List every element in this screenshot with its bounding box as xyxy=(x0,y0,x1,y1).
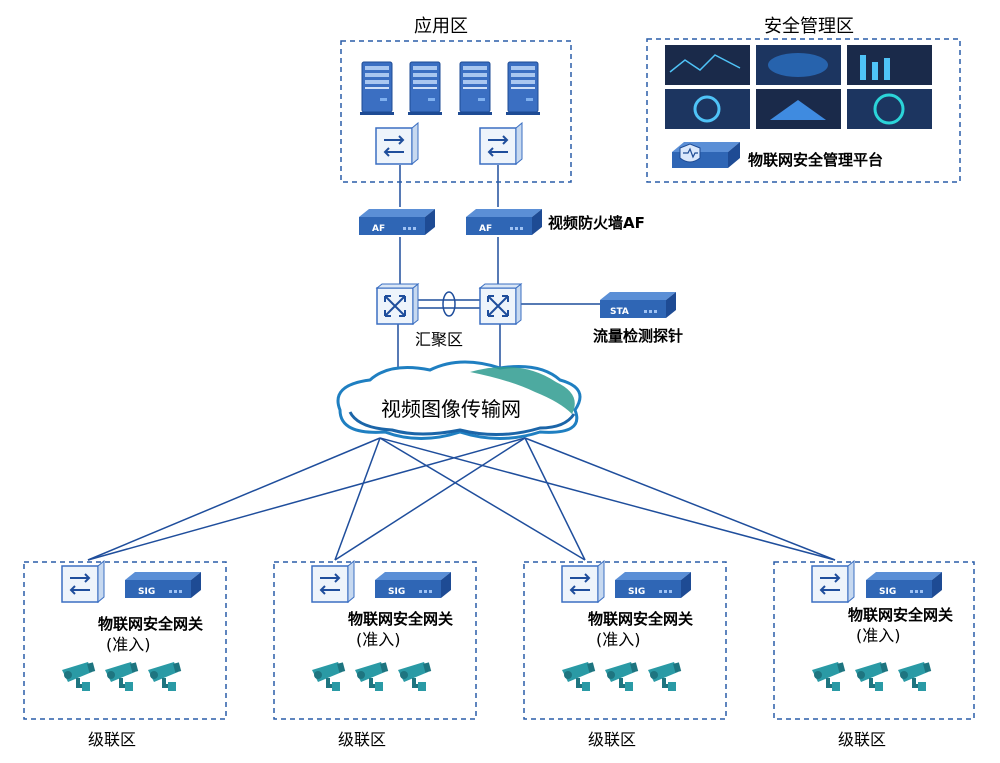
firewall-af-left xyxy=(359,209,435,235)
app-switch-right xyxy=(479,122,523,165)
aggregation-zone-label: 汇聚区 xyxy=(415,330,463,349)
cascade-zone-label: 级联区 xyxy=(338,730,386,749)
app-zone-title: 应用区 xyxy=(414,16,468,37)
camera-icon xyxy=(396,660,434,693)
camera-icon xyxy=(560,660,598,693)
security-zone-box xyxy=(646,38,961,183)
platform-appliance-icon xyxy=(672,142,740,168)
cascade-zone-box xyxy=(23,561,227,720)
sig-badge: SIG xyxy=(138,587,155,597)
cascade-zone-1: SIG 物联网安全网关 (准入) 级联区 xyxy=(23,560,227,749)
link-aggregation-ring xyxy=(442,291,456,317)
cloud-label: 视频图像传输网 xyxy=(381,397,521,421)
camera-icon xyxy=(60,660,98,693)
sig-gateway-icon xyxy=(866,572,942,598)
cascade-zone-label: 级联区 xyxy=(838,730,886,749)
sta-badge: STA xyxy=(610,307,629,317)
access-switch xyxy=(561,560,605,603)
app-zone-box xyxy=(340,40,572,183)
cascade-zone-box xyxy=(273,561,477,720)
core-switch-right xyxy=(479,283,522,325)
camera-icon xyxy=(603,660,641,693)
firewall-label: 视频防火墙AF xyxy=(548,214,645,232)
transport-network-cloud xyxy=(336,360,582,440)
gateway-sub-label: (准入) xyxy=(856,626,901,645)
cascade-zone-label: 级联区 xyxy=(88,730,136,749)
access-switch xyxy=(61,560,105,603)
probe-label: 流量检测探针 xyxy=(593,327,683,345)
camera-icon xyxy=(353,660,391,693)
cascade-zone-3: SIG 物联网安全网关 (准入) 级联区 xyxy=(523,560,727,749)
server-4 xyxy=(505,61,541,116)
server-3 xyxy=(457,61,493,116)
sig-gateway-icon xyxy=(125,572,201,598)
cascade-zone-box xyxy=(523,561,727,720)
sig-badge: SIG xyxy=(388,587,405,597)
camera-icon xyxy=(896,660,934,693)
sig-gateway-icon xyxy=(615,572,691,598)
access-switch xyxy=(311,560,355,603)
connection-lines xyxy=(87,165,836,561)
camera-icon xyxy=(646,660,684,693)
platform-label: 物联网安全管理平台 xyxy=(748,151,883,169)
gateway-sub-label: (准入) xyxy=(106,635,151,654)
gateway-label: 物联网安全网关 xyxy=(348,610,453,628)
security-zone-title: 安全管理区 xyxy=(764,16,854,37)
gateway-sub-label: (准入) xyxy=(596,630,641,649)
camera-icon xyxy=(146,660,184,693)
cascade-zone-2: SIG 物联网安全网关 (准入) 级联区 xyxy=(273,560,477,749)
gateway-sub-label: (准入) xyxy=(356,630,401,649)
gateway-label: 物联网安全网关 xyxy=(588,610,693,628)
camera-icon xyxy=(310,660,348,693)
app-switch-left xyxy=(375,122,419,165)
server-1 xyxy=(359,61,395,116)
camera-icon xyxy=(810,660,848,693)
sig-gateway-icon xyxy=(375,572,451,598)
cascade-zone-box xyxy=(773,561,975,720)
af-badge-right: AF xyxy=(479,224,492,234)
core-switch-left xyxy=(376,283,419,325)
sig-badge: SIG xyxy=(879,587,896,597)
cascade-zone-label: 级联区 xyxy=(588,730,636,749)
camera-icon xyxy=(853,660,891,693)
gateway-label: 物联网安全网关 xyxy=(848,606,953,624)
firewall-af-right xyxy=(466,209,542,235)
sig-badge: SIG xyxy=(628,587,645,597)
server-2 xyxy=(407,61,443,116)
dashboard-screens xyxy=(665,45,932,129)
af-badge-left: AF xyxy=(372,224,385,234)
cascade-zone-4: SIG 物联网安全网关 (准入) 级联区 xyxy=(773,560,975,749)
camera-icon xyxy=(103,660,141,693)
gateway-label: 物联网安全网关 xyxy=(98,615,203,633)
access-switch xyxy=(811,560,855,603)
